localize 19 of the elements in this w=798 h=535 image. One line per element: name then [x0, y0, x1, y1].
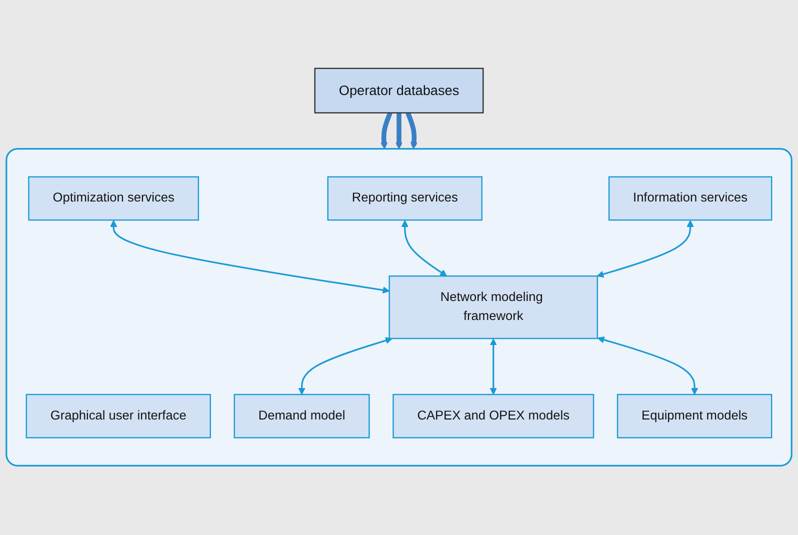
arrow [406, 112, 418, 150]
arrow [395, 113, 403, 150]
arrow [401, 220, 448, 277]
node-box: Equipment models [616, 394, 772, 439]
node-box: CAPEX and OPEX models [392, 394, 594, 439]
arrow [597, 336, 698, 396]
node-box: Reporting services [327, 176, 482, 222]
node-box: Network modeling framework [388, 276, 598, 340]
arrow [596, 220, 694, 278]
node-box: Optimization services [28, 176, 200, 222]
arrow [298, 338, 392, 396]
arrow [490, 338, 497, 396]
node-box: Information services [608, 176, 772, 222]
arrow [380, 112, 392, 150]
node-box: Graphical user interface [26, 394, 211, 439]
arrow [110, 220, 390, 294]
cluster [6, 148, 792, 467]
node-box: Operator databases [314, 68, 484, 114]
node-box: Demand model [234, 394, 370, 439]
